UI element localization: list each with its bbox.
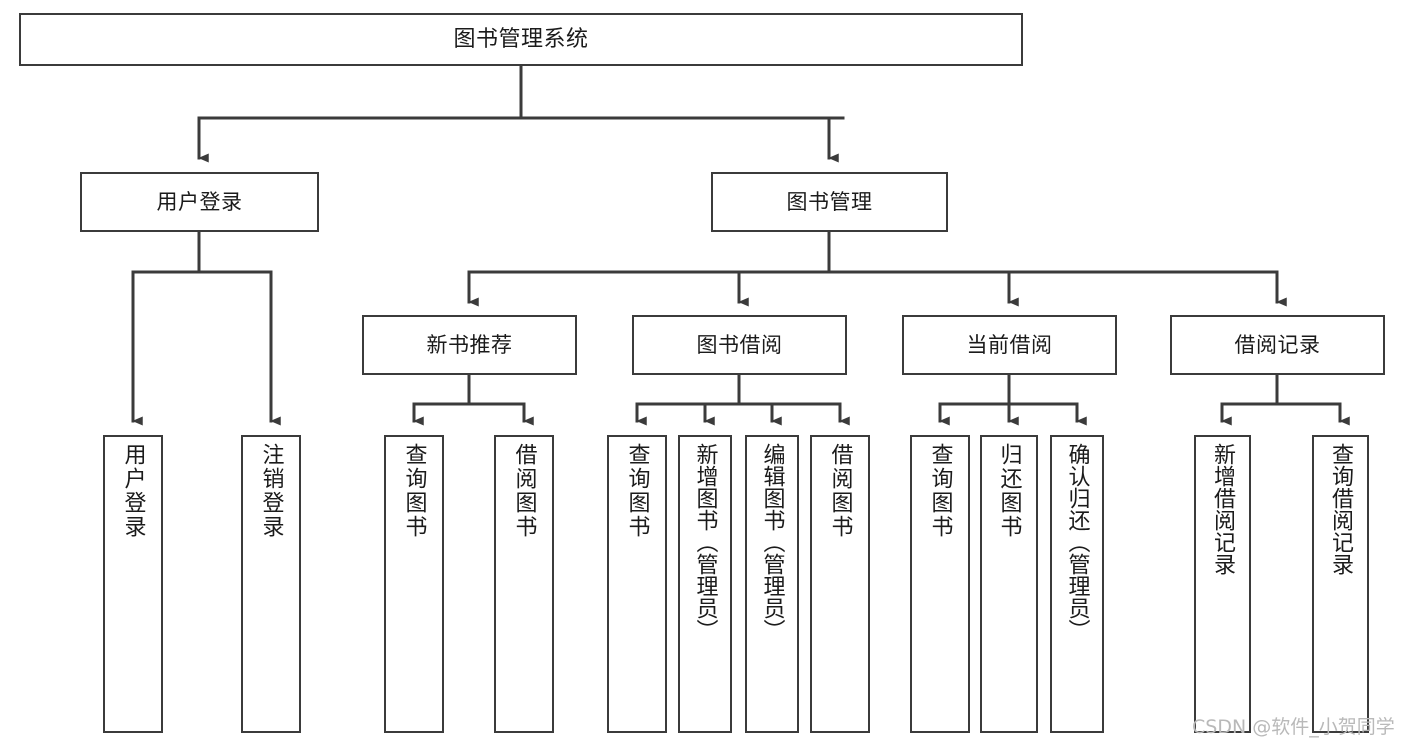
node-leaf-query-record-label: 查询借阅记录 <box>1328 443 1354 575</box>
node-leaf-add-book-label: 新增图书（管理员） <box>692 443 718 641</box>
node-user-login[interactable]: 用户登录 <box>80 172 319 232</box>
node-leaf-user-login[interactable]: 用户登录 <box>103 435 163 733</box>
node-leaf-query-book-1[interactable]: 查询图书 <box>384 435 444 733</box>
node-book-manage[interactable]: 图书管理 <box>711 172 948 232</box>
node-root-label: 图书管理系统 <box>453 26 589 52</box>
node-leaf-borrow-book-2[interactable]: 借阅图书 <box>810 435 870 733</box>
node-leaf-query-book-2-label: 查询图书 <box>624 443 650 539</box>
node-leaf-confirm-return[interactable]: 确认归还（管理员） <box>1050 435 1104 733</box>
node-leaf-query-book-3[interactable]: 查询图书 <box>910 435 970 733</box>
node-leaf-query-book-2[interactable]: 查询图书 <box>607 435 667 733</box>
node-leaf-query-book-3-label: 查询图书 <box>927 443 953 539</box>
node-leaf-edit-book-label: 编辑图书（管理员） <box>759 443 785 641</box>
node-leaf-query-book-1-label: 查询图书 <box>401 443 427 539</box>
node-leaf-borrow-book-2-label: 借阅图书 <box>827 443 853 539</box>
node-current-borrow[interactable]: 当前借阅 <box>902 315 1117 375</box>
node-leaf-confirm-return-label: 确认归还（管理员） <box>1064 443 1090 641</box>
node-root[interactable]: 图书管理系统 <box>19 13 1023 66</box>
node-leaf-logout-login-label: 注销登录 <box>258 443 284 539</box>
node-leaf-query-record[interactable]: 查询借阅记录 <box>1312 435 1369 733</box>
node-book-manage-label: 图书管理 <box>786 189 873 214</box>
node-leaf-user-login-label: 用户登录 <box>120 443 146 539</box>
node-leaf-logout-login[interactable]: 注销登录 <box>241 435 301 733</box>
node-leaf-add-record-label: 新增借阅记录 <box>1210 443 1236 575</box>
node-book-borrow-label: 图书借阅 <box>696 332 783 357</box>
node-leaf-return-book[interactable]: 归还图书 <box>980 435 1038 733</box>
node-leaf-edit-book[interactable]: 编辑图书（管理员） <box>745 435 799 733</box>
node-borrow-record[interactable]: 借阅记录 <box>1170 315 1385 375</box>
node-leaf-borrow-book-1[interactable]: 借阅图书 <box>494 435 554 733</box>
node-leaf-return-book-label: 归还图书 <box>996 443 1022 539</box>
node-new-book-recommend-label: 新书推荐 <box>426 332 513 357</box>
node-new-book-recommend[interactable]: 新书推荐 <box>362 315 577 375</box>
node-leaf-add-book[interactable]: 新增图书（管理员） <box>678 435 732 733</box>
node-leaf-add-record[interactable]: 新增借阅记录 <box>1194 435 1251 733</box>
node-borrow-record-label: 借阅记录 <box>1234 332 1321 357</box>
node-leaf-borrow-book-1-label: 借阅图书 <box>511 443 537 539</box>
node-book-borrow[interactable]: 图书借阅 <box>632 315 847 375</box>
node-current-borrow-label: 当前借阅 <box>966 332 1053 357</box>
csdn-watermark: CSDN @软件_小贺同学 <box>1192 716 1395 738</box>
node-user-login-label: 用户登录 <box>156 189 243 214</box>
